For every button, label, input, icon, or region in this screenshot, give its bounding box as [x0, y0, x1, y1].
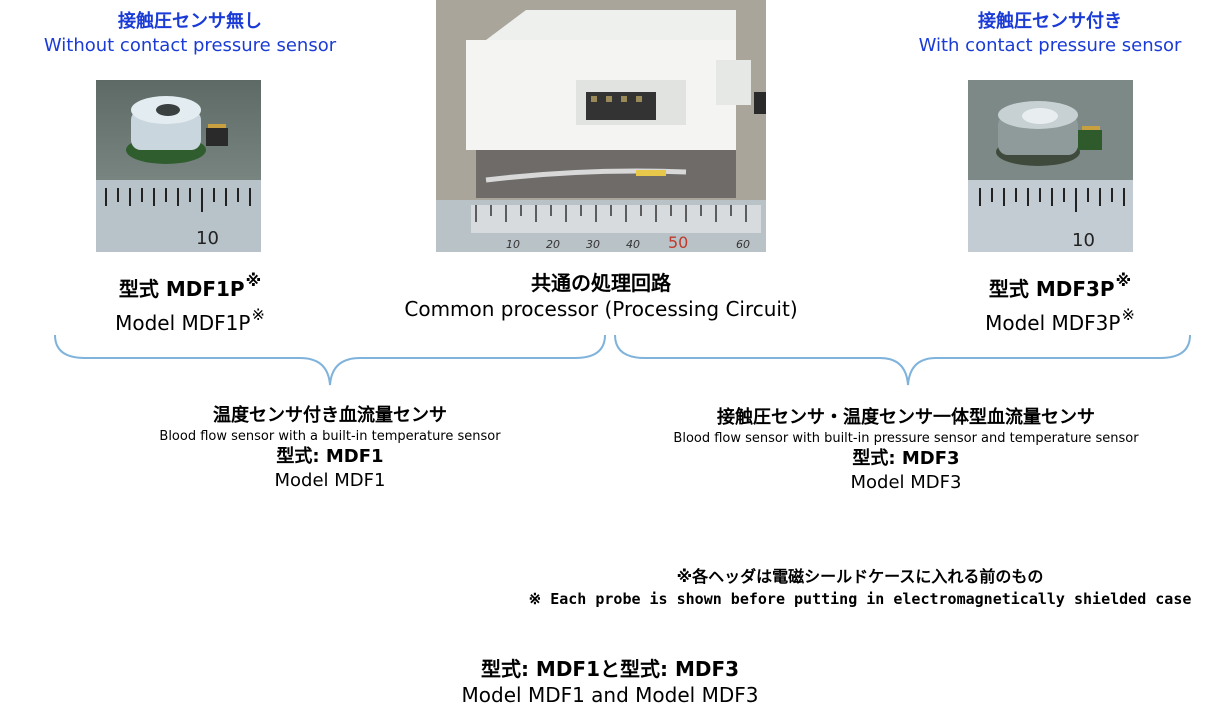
center-ruler-label-60: 60	[736, 238, 750, 251]
right-ruler-label: 10	[1072, 230, 1095, 251]
left-model-en: Model MDF1P	[115, 311, 251, 335]
mdf3-description: 接触圧センサ・温度センサ一体型血流量センサ Blood flow sensor …	[596, 406, 1216, 495]
left-title-jp: 接触圧センサ無し	[118, 11, 262, 32]
footnote: ※各ヘッダは電磁シールドケースに入れる前のもの ※ Each probe is …	[504, 566, 1216, 610]
center-ruler-label-30: 30	[586, 238, 600, 251]
right-header: 接触圧センサ付き With contact pressure sensor	[880, 10, 1220, 58]
left-model-mark: ※	[245, 271, 262, 290]
mdf1-model-en: Model MDF1	[274, 470, 386, 491]
mdf1-description: 温度センサ付き血流量センサ Blood flow sensor with a b…	[80, 404, 580, 493]
left-model-en-mark: ※	[251, 305, 265, 324]
right-model-mark: ※	[1115, 271, 1132, 290]
center-title-jp: 共通の処理回路	[531, 271, 671, 295]
right-title-jp: 接触圧センサ付き	[978, 11, 1122, 32]
mdf3-name-jp: 接触圧センサ・温度センサ一体型血流量センサ	[717, 407, 1095, 428]
footer-caption: 型式: MDF1と型式: MDF3 Model MDF1 and Model M…	[330, 656, 890, 708]
brace-mdf3	[614, 334, 1191, 386]
left-model-jp: 型式 MDF1P	[118, 277, 245, 301]
right-model-jp: 型式 MDF3P	[988, 277, 1115, 301]
footer-en: Model MDF1 and Model MDF3	[461, 683, 759, 707]
footer-jp: 型式: MDF1と型式: MDF3	[480, 657, 740, 681]
left-header: 接触圧センサ無し Without contact pressure sensor	[0, 10, 380, 58]
brace-mdf1	[54, 334, 606, 386]
photo-mdf1p-probe: 10	[96, 80, 261, 252]
mdf3-name-en: Blood flow sensor with built-in pressure…	[673, 431, 1139, 446]
footnote-en: ※ Each probe is shown before putting in …	[528, 590, 1192, 608]
mdf1-name-jp: 温度センサ付き血流量センサ	[213, 405, 447, 426]
mdf3-model-jp: 型式: MDF3	[852, 448, 960, 469]
photo-processing-circuit: 10 20 30 40 60 50	[436, 0, 766, 252]
center-ruler-label-20: 20	[546, 238, 560, 251]
mdf3-model-en: Model MDF3	[850, 472, 962, 493]
center-ruler-label-10: 10	[506, 238, 520, 251]
mdf1-name-en: Blood flow sensor with a built-in temper…	[159, 429, 501, 444]
left-title-en: Without contact pressure sensor	[43, 35, 337, 56]
center-label: 共通の処理回路 Common processor (Processing Cir…	[356, 270, 846, 322]
center-ruler-label-40: 40	[626, 238, 640, 251]
left-ruler-label: 10	[196, 228, 219, 249]
right-model-en-mark: ※	[1121, 305, 1135, 324]
grouping-braces	[54, 334, 1191, 386]
mdf1-model-jp: 型式: MDF1	[276, 446, 384, 467]
left-model-label: 型式 MDF1P※ Model MDF1P※	[60, 268, 320, 336]
right-model-label: 型式 MDF3P※ Model MDF3P※	[930, 268, 1190, 336]
right-model-en: Model MDF3P	[985, 311, 1121, 335]
center-ruler-label-50: 50	[668, 233, 688, 252]
center-title-en: Common processor (Processing Circuit)	[404, 297, 798, 321]
footnote-jp: ※各ヘッダは電磁シールドケースに入れる前のもの	[676, 567, 1044, 586]
photo-mdf3p-probe: 10	[968, 80, 1133, 252]
right-title-en: With contact pressure sensor	[918, 35, 1182, 56]
